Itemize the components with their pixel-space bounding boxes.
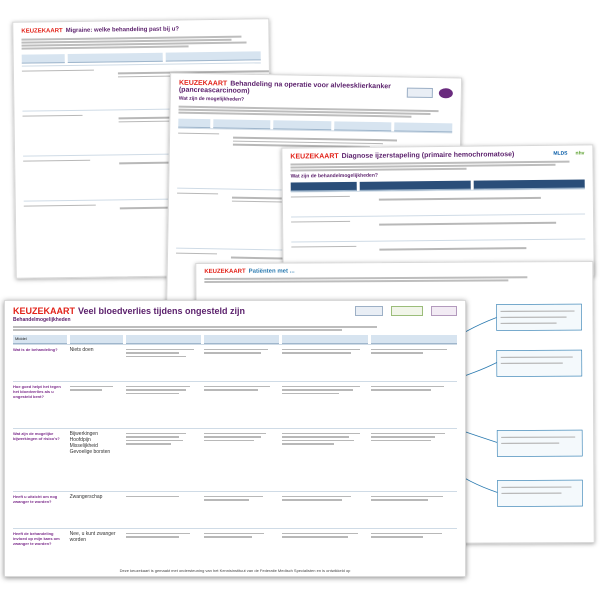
row-label: Hoe goed helpt het tegen het bloedverlie… (13, 383, 61, 399)
logo-mark-2 (391, 306, 423, 316)
card-footer: Deze keuzekaart is gemaakt met ondersteu… (119, 568, 351, 573)
card-subtitle: Wat zijn de mogelijkheden? (178, 95, 245, 103)
card-title: Veel bloedverlies tijdens ongesteld zijn (78, 306, 246, 316)
row-snippet: Niets doen (69, 346, 94, 353)
row-label: Wat is de behandeling? (13, 346, 58, 352)
card-keyword: KEUZEKAART (13, 306, 75, 316)
card-keyword: KEUZEKAART (290, 153, 339, 161)
card-bleeding: KEUZEKAART Veel bloedverlies tijdens ong… (4, 300, 466, 577)
row-label: Wat zijn de mogelijke bijwerkingen of ri… (13, 430, 60, 441)
logo-mark-1 (355, 306, 383, 316)
row-snippet: Bijwerkingen (69, 430, 98, 437)
row-label: Heeft u uitzicht om nog zwanger te worde… (13, 493, 58, 504)
row-snippet: Zwangerschap (69, 493, 103, 500)
table-header-middel: Middel (13, 334, 67, 344)
row-snippet: Hoofdpijn (69, 436, 91, 443)
card-title: Patiënten met ... (248, 268, 295, 275)
card-subtitle: Behandelmogelijkheden (13, 317, 71, 323)
logo-mark-1 (406, 87, 433, 99)
card-title: Migraine: welke behandeling past bij u? (65, 26, 180, 35)
card-subtitle: Wat zijn de behandelmogelijkheden? (290, 172, 378, 180)
row-snippet: Nee, u kunt zwanger worden (69, 530, 116, 543)
card-title: Diagnose ijzerstapeling (primaire hemoch… (341, 151, 515, 161)
card-iron: KEUZEKAART Diagnose ijzerstapeling (prim… (281, 144, 595, 280)
card-keyword: KEUZEKAART (21, 28, 63, 35)
row-label: Heeft de behandeling invloed op mijn kan… (13, 530, 60, 546)
row-snippet: Misselijkheid (69, 442, 98, 449)
logo-mark-3 (431, 306, 457, 316)
row-snippet: Gevoelige borsten (69, 448, 111, 455)
logo-nhv: nhv (575, 150, 585, 157)
logo-mark-2 (438, 88, 453, 99)
logo-mlds: MLDS (553, 150, 568, 157)
card-keyword: KEUZEKAART (204, 268, 246, 275)
